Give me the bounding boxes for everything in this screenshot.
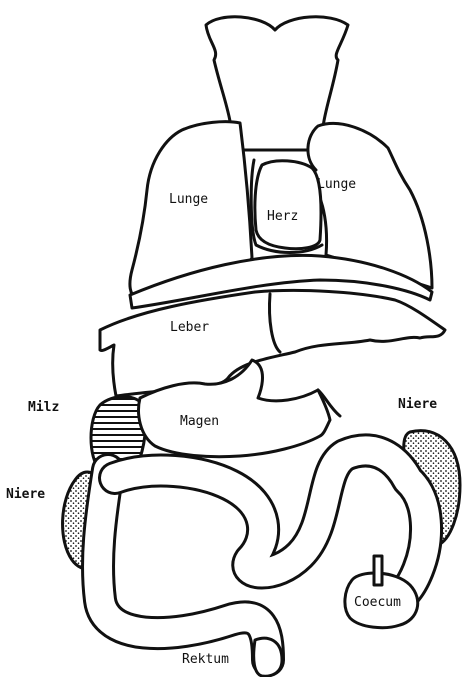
heart <box>255 161 321 249</box>
label-niere-left: Niere <box>6 487 45 502</box>
label-leber: Leber <box>170 320 209 335</box>
appendix <box>374 556 382 585</box>
label-coecum: Coecum <box>354 595 401 610</box>
label-rektum: Rektum <box>182 652 229 667</box>
label-herz: Herz <box>267 209 298 224</box>
label-niere-right: Niere <box>398 397 437 412</box>
label-magen: Magen <box>180 414 219 429</box>
label-lunge-right: Lunge <box>317 177 356 192</box>
rectum <box>254 638 282 676</box>
label-milz: Milz <box>28 400 59 415</box>
label-lunge-left: Lunge <box>169 192 208 207</box>
